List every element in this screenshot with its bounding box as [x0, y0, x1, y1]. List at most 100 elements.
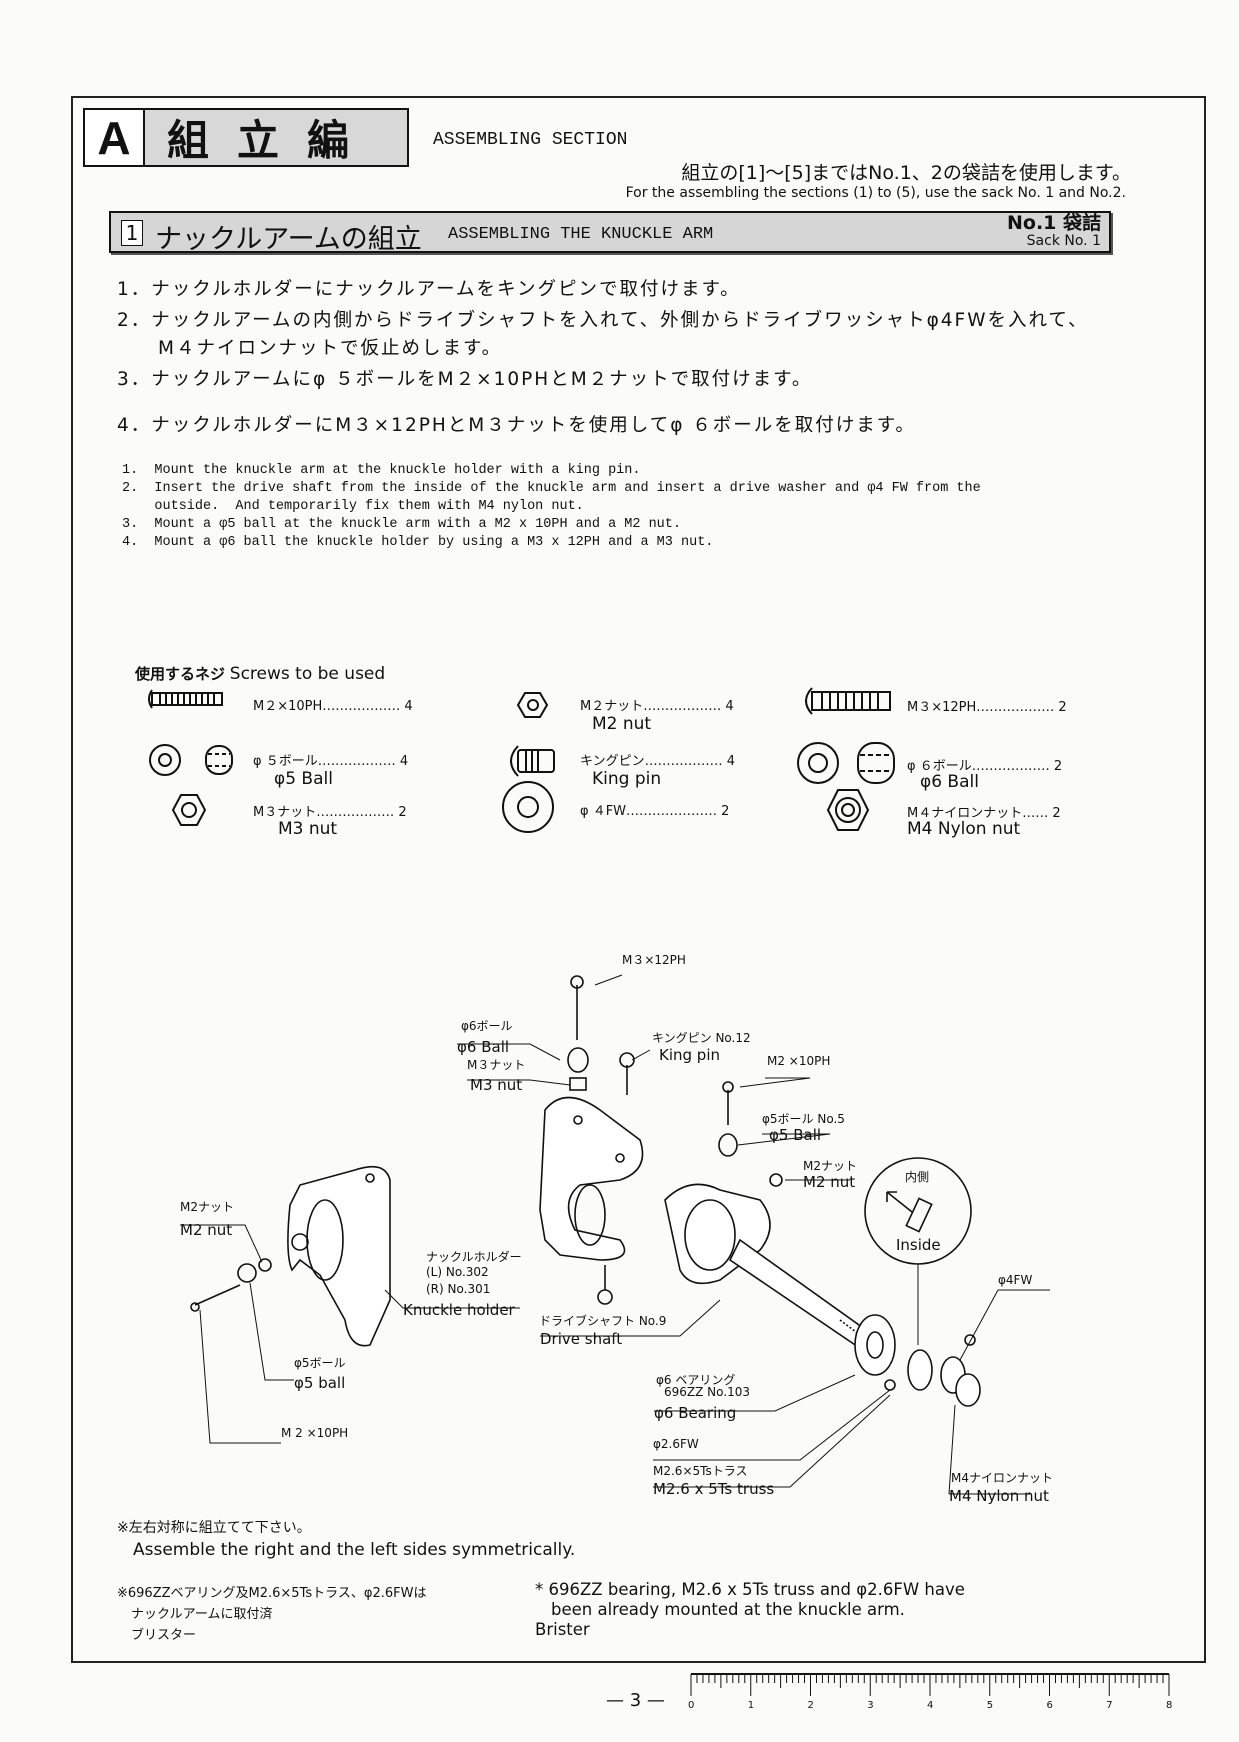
ball-5-icon: [149, 744, 233, 776]
nut-m2-icon: [516, 692, 549, 718]
sack-jp: No.1 袋詰: [1006, 212, 1101, 234]
label-inside-en: Inside: [896, 1236, 941, 1254]
label-nylon-jp: M4ナイロンナット: [951, 1471, 1053, 1485]
label-fw26: φ2.6FW: [653, 1437, 699, 1451]
part-fw4: φ ４FW………………… 2: [580, 804, 730, 819]
subsection-number: 1: [121, 220, 143, 246]
nylon-nut-drawing: [955, 1373, 981, 1407]
page-number: — 3 —: [606, 1690, 665, 1711]
ruler-label: 1: [747, 1700, 755, 1711]
sack-en: Sack No. 1: [1026, 233, 1101, 249]
note-premounted-en-1: * 696ZZ bearing, M2.6 x 5Ts truss and φ2…: [535, 1580, 965, 1599]
label-m2nut-en: M2 nut: [803, 1173, 856, 1191]
screw-m3x12ph-icon: [805, 687, 891, 715]
note-symmetric-jp: ※左右対称に組立てて下さい。: [117, 1520, 311, 1536]
parts-heading-en: Screws to be used: [229, 664, 386, 684]
step-en-2b: outside. And temporarily fix them with M…: [122, 499, 584, 514]
label-m2nut-jp: M2ナット: [803, 1159, 857, 1173]
label-bearing-jp: φ6 ベアリング: [656, 1373, 736, 1387]
screw-m2x10ph-icon: [148, 689, 223, 709]
ruler-label: 0: [688, 1700, 695, 1711]
note-symmetric-en: Assemble the right and the left sides sy…: [133, 1540, 576, 1560]
step-en-4: 4. Mount a φ6 ball the knuckle holder by…: [122, 535, 714, 550]
label-m3nut-en: M3 nut: [470, 1076, 523, 1094]
label-truss-en: M2.6 x 5Ts truss: [653, 1480, 775, 1498]
note-premounted-jp-2: ナックルアームに取付済: [131, 1607, 273, 1622]
bearing-drawing: [854, 1314, 896, 1376]
note-premounted-jp-3: ブリスター: [131, 1628, 197, 1643]
ruler-label: 7: [1106, 1700, 1113, 1711]
part-ball6-en: φ6 Ball: [920, 772, 979, 792]
knuckle-arm-drawing: [539, 1096, 644, 1261]
note-premounted-jp-1: ※696ZZベアリング及M2.6×5Tsトラス、φ2.6FWは: [117, 1586, 427, 1601]
step-jp-2b: M４ナイロンナットで仮止めします。: [117, 338, 503, 359]
ruler-label: 2: [807, 1700, 814, 1711]
step-jp-4: 4．ナックルホルダーにM３×12PHとM３ナットを使用してφ ６ボールを取付けま…: [117, 415, 916, 436]
parts-heading-jp: 使用するネジ: [135, 665, 226, 683]
kingpin-icon: [510, 745, 555, 777]
part-nylonnut: M４ナイロンナット…… 2: [907, 806, 1061, 821]
label-kingpin-en: King pin: [659, 1046, 720, 1064]
label-left-m2x10ph: M 2 ×10PH: [281, 1426, 349, 1440]
part-m3nut-en: M3 nut: [278, 819, 338, 839]
label-holder-jp: ナックルホルダー: [426, 1250, 522, 1264]
subsection-title-jp: ナックルアームの組立: [155, 224, 422, 255]
note-premounted-en-2: been already mounted at the knuckle arm.: [551, 1600, 905, 1619]
label-holder-l: (L) No.302: [426, 1265, 489, 1279]
step-en-2: 2. Insert the drive shaft from the insid…: [122, 481, 981, 496]
label-kingpin-jp: キングピン No.12: [652, 1031, 751, 1045]
ruler-label: 4: [927, 1700, 934, 1711]
label-ball6-jp: φ6ボール: [461, 1019, 513, 1033]
ruler-label: 6: [1046, 1700, 1053, 1711]
label-m3x12ph: M３×12PH: [622, 953, 686, 967]
label-holder-en: Knuckle holder: [403, 1301, 515, 1319]
label-left-ball5-jp: φ5ボール: [294, 1356, 346, 1370]
ball-6-icon: [797, 742, 895, 784]
section-title-box: A 組立編: [83, 108, 409, 167]
nylon-nut-m4-icon: [826, 789, 870, 831]
label-holder-r: (R) No.301: [426, 1282, 491, 1296]
part-m2nut-en: M2 nut: [592, 714, 652, 734]
label-ball5-en: φ5 Ball: [769, 1126, 822, 1144]
step-en-3: 3. Mount a φ5 ball at the knuckle arm wi…: [122, 517, 681, 532]
page-frame: [71, 96, 1206, 1663]
label-bearing-code: 696ZZ No.103: [664, 1385, 750, 1399]
ruler-label: 5: [986, 1700, 994, 1711]
part-m3x12ph: M３×12PH……………… 2: [907, 700, 1067, 715]
knuckle-holder-drawing: [287, 1165, 391, 1347]
part-m2x10ph: M２×10PH……………… 4: [253, 699, 413, 714]
part-nylonnut-en: M4 Nylon nut: [907, 819, 1021, 839]
part-m2nut: M２ナット……………… 4: [580, 699, 734, 714]
label-m3nut-jp: M３ナット: [467, 1058, 526, 1072]
label-bearing-en: φ6 Bearing: [654, 1404, 737, 1422]
label-left-m2nut-en: M2 nut: [180, 1221, 233, 1239]
part-kingpin: キングピン……………… 4: [580, 754, 736, 769]
label-truss-jp: M2.6×5Tsトラス: [653, 1464, 748, 1478]
subsection-header: 1 ナックルアームの組立 ASSEMBLING THE KNUCKLE ARM …: [109, 211, 1111, 255]
section-title-jp: 組立編: [167, 116, 378, 165]
nut-m3-icon: [171, 794, 207, 826]
washer-4fw-icon: [502, 781, 554, 833]
ruler: [690, 1673, 1170, 1696]
label-nylon-en: M4 Nylon nut: [949, 1487, 1049, 1505]
sack-note-jp: 組立の[1]～[5]まではNo.1、2の袋詰を使用します。: [681, 162, 1131, 184]
label-shaft-en: Drive shaft: [540, 1330, 623, 1348]
label-left-m2nut-jp: M2ナット: [180, 1200, 234, 1214]
part-ball5-en: φ5 Ball: [274, 769, 333, 789]
label-ball6-en: φ6 Ball: [457, 1038, 510, 1056]
label-ball5-jp: φ5ボール No.5: [762, 1112, 845, 1126]
section-letter: A: [85, 110, 145, 165]
label-fw4: φ4FW: [998, 1273, 1033, 1287]
section-title-en: ASSEMBLING SECTION: [433, 130, 628, 150]
step-jp-3: 3．ナックルアームにφ ５ボールをM２×10PHとM２ナットで取付けます。: [117, 369, 813, 390]
ruler-label: 3: [867, 1700, 874, 1711]
step-en-1: 1. Mount the knuckle arm at the knuckle …: [122, 463, 641, 478]
subsection-title-en: ASSEMBLING THE KNUCKLE ARM: [448, 225, 714, 244]
step-jp-1: 1．ナックルホルダーにナックルアームをキングピンで取付けます。: [117, 279, 741, 300]
ruler-label: 8: [1166, 1700, 1173, 1711]
label-left-ball5-en: φ5 ball: [294, 1374, 346, 1392]
part-ball6: φ ６ボール……………… 2: [907, 759, 1063, 774]
